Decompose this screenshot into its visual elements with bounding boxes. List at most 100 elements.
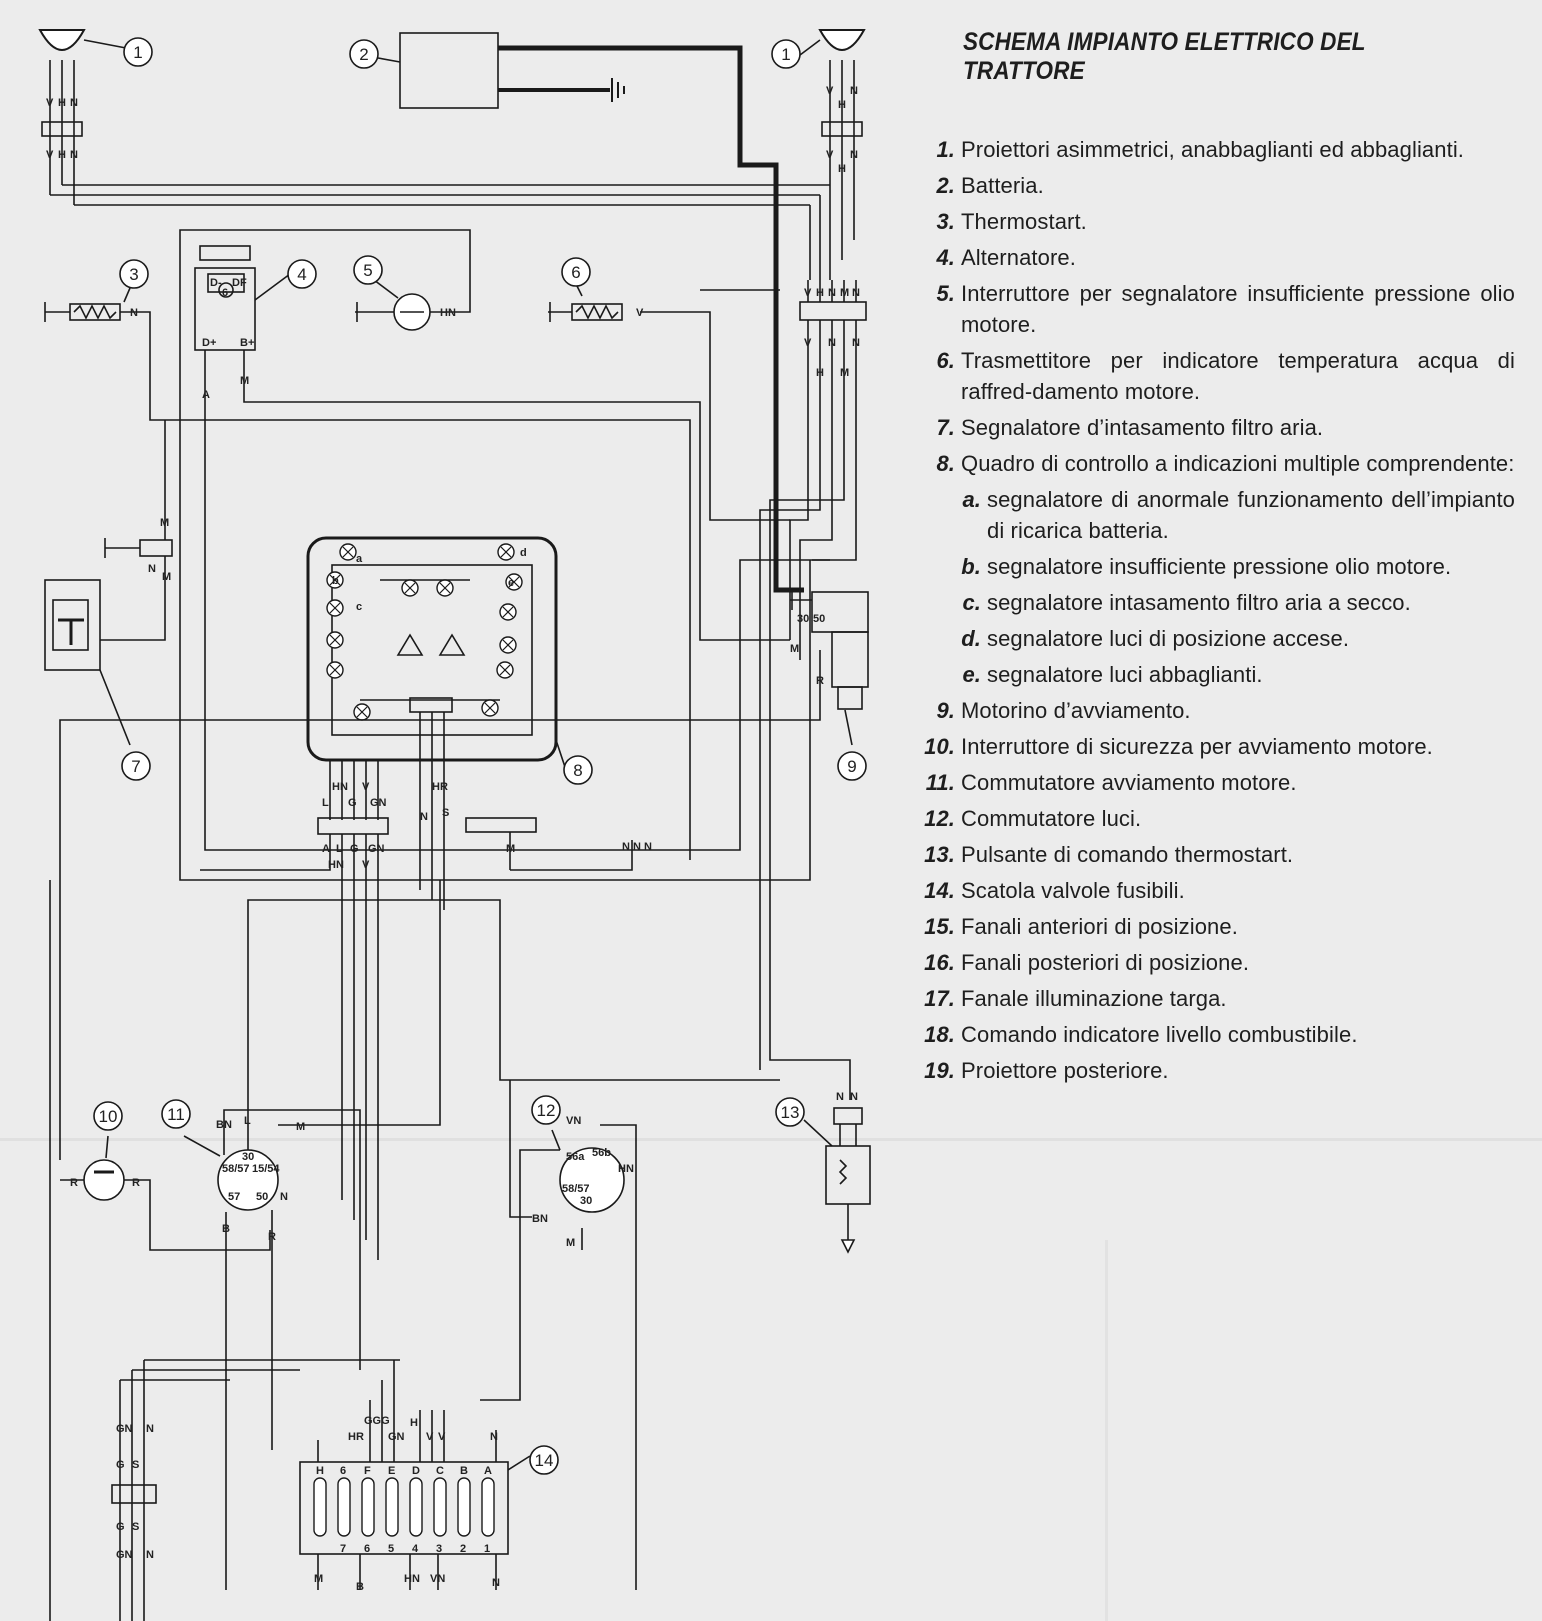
- label-lconn-n2: N: [146, 1549, 154, 1561]
- label-sw10-r2: R: [132, 1177, 140, 1189]
- legend-item-number: 14.: [924, 878, 955, 903]
- callout-13: 13: [781, 1103, 800, 1122]
- legend-item-number: 2.: [936, 173, 955, 198]
- fuse-number: 6: [340, 1465, 346, 1477]
- label-p8-top2-0: L: [322, 797, 329, 809]
- legend-item-text: Interruttore di sicurezza per avviamento…: [961, 734, 1433, 759]
- safety-switch: [60, 1159, 271, 1251]
- label-p8-bot-1: L: [336, 843, 343, 855]
- legend-item-number: 5.: [936, 281, 955, 306]
- legend-item-number: e.: [962, 662, 981, 687]
- label-sw11-30: 30: [242, 1151, 254, 1163]
- legend-item-text: Fanale illuminazione targa.: [961, 986, 1227, 1011]
- label-hr1-top-2: N: [850, 85, 858, 97]
- label-alt-a: A: [202, 389, 210, 401]
- label-alt-6: 6: [222, 287, 228, 299]
- legend-item: 1.Proiettori asimmetrici, anabbaglianti …: [905, 134, 1515, 165]
- fuse-number: 3: [436, 1543, 442, 1555]
- lamp-cross-icon: [484, 702, 496, 714]
- label-sw11-m: M: [296, 1121, 305, 1133]
- label-p8-bot2-0: HN: [328, 859, 344, 871]
- label-sw12-vn: VN: [566, 1115, 581, 1127]
- legend-item: 18.Comando indicatore livello combustibi…: [905, 1019, 1515, 1050]
- label-air-bot-n: N: [148, 563, 156, 575]
- legend-item-number: 3.: [936, 209, 955, 234]
- label-sw11-r: R: [268, 1231, 276, 1243]
- label-lamp-c: c: [356, 601, 362, 613]
- legend: SCHEMA IMPIANTO ELETTRICO DEL TRATTORE 1…: [905, 20, 1515, 1091]
- legend-item-text: Commutatore avviamento motore.: [961, 770, 1297, 795]
- connector-right-block: [799, 301, 867, 321]
- label-rconn-bot-0: V: [804, 337, 812, 349]
- legend-item: 8.Quadro di controllo a indicazioni mult…: [905, 448, 1515, 479]
- legend-item: 4.Alternatore.: [905, 242, 1515, 273]
- fuse-number: 5: [388, 1543, 394, 1555]
- label-alt-dp: D+: [202, 337, 216, 349]
- label-rconn-top-3: M: [840, 287, 849, 299]
- headlight-right: [818, 29, 866, 51]
- thermostart: [44, 302, 691, 860]
- label-fuse-bot-b: B: [356, 1581, 364, 1593]
- callout-line-1a: [83, 39, 127, 49]
- callout-9: 9: [847, 757, 856, 776]
- fuse-number: B: [460, 1465, 468, 1477]
- legend-item-number: 19.: [924, 1058, 955, 1083]
- fuse-icon: [361, 1477, 375, 1537]
- legend-item-text: Motorino d’avviamento.: [961, 698, 1191, 723]
- legend-item-text: Proiettori asimmetrici, anabbaglianti ed…: [961, 137, 1465, 162]
- lamp-cross-icon: [356, 706, 368, 718]
- panel-lamps: [326, 543, 523, 721]
- legend-item: 10.Interruttore di sicurezza per avviame…: [905, 731, 1515, 762]
- legend-item: 16.Fanali posteriori di posizione.: [905, 947, 1515, 978]
- air-filter-indicator: [44, 420, 173, 671]
- label-fuse-top-n: N: [490, 1431, 498, 1443]
- legend-item: d.segnalatore luci di posizione accese.: [905, 623, 1515, 654]
- fuse-number: C: [436, 1465, 444, 1477]
- legend-item-number: 7.: [936, 415, 955, 440]
- wires-headlight-left: [49, 60, 830, 206]
- label-st-30: 30: [797, 613, 809, 625]
- callout-7: 7: [131, 757, 140, 776]
- callout-line-5: [373, 279, 399, 299]
- callout-line-9: [844, 709, 853, 746]
- legend-item-text: Fanali anteriori di posizione.: [961, 914, 1238, 939]
- label-p8-m: M: [506, 843, 515, 855]
- label-sw11-l: L: [244, 1115, 251, 1127]
- label-sw11-b: B: [222, 1223, 230, 1235]
- fuse-box: [299, 1360, 509, 1590]
- label-st-m: M: [790, 643, 799, 655]
- label-lamp-a: a: [356, 553, 363, 565]
- legend-item-text: Trasmettitore per indicatore temperatura…: [961, 348, 1515, 404]
- label-sw11-bn: BN: [216, 1119, 232, 1131]
- diagram-title: SCHEMA IMPIANTO ELETTRICO DEL TRATTORE: [963, 28, 1366, 85]
- label-alt-dm: D-: [210, 277, 222, 289]
- fuse-number: E: [388, 1465, 395, 1477]
- lamp-cross-icon: [499, 664, 511, 676]
- fuse-number: 4: [412, 1543, 419, 1555]
- callout-8: 8: [573, 761, 582, 780]
- label-gnd-n: N N N: [622, 841, 652, 853]
- callout-line-3: [123, 287, 131, 303]
- label-p8-top-1: V: [362, 781, 370, 793]
- legend-item-text: Quadro di controllo a indicazioni multip…: [961, 451, 1515, 476]
- label-hl1-bot-0: V: [46, 149, 54, 161]
- label-lconn-s2: S: [132, 1521, 139, 1533]
- legend-item-number: 13.: [924, 842, 955, 867]
- lamp-cross-icon: [342, 546, 354, 558]
- label-lamp-b: b: [332, 575, 339, 587]
- label-sw12-56a: 56a: [566, 1151, 585, 1163]
- thermostart-button: [825, 1107, 871, 1254]
- label-lconn-gn1: GN: [116, 1423, 133, 1435]
- callout-12: 12: [537, 1101, 556, 1120]
- ignition-switch: [217, 880, 780, 1590]
- lamp-cross-icon: [329, 602, 341, 614]
- label-hr1-top-0: V: [826, 85, 834, 97]
- label-hr1-bot-1: H: [838, 163, 846, 175]
- callouts: [93, 37, 867, 1475]
- label-p8-top2-1: G: [348, 797, 357, 809]
- label-alt-df: DF: [232, 277, 247, 289]
- wiring-diagram: 1 2 1 3 4 5 6 7 8 9 10 11 12 13 14 V H N…: [38, 29, 871, 1621]
- label-p8-top-0: HN: [332, 781, 348, 793]
